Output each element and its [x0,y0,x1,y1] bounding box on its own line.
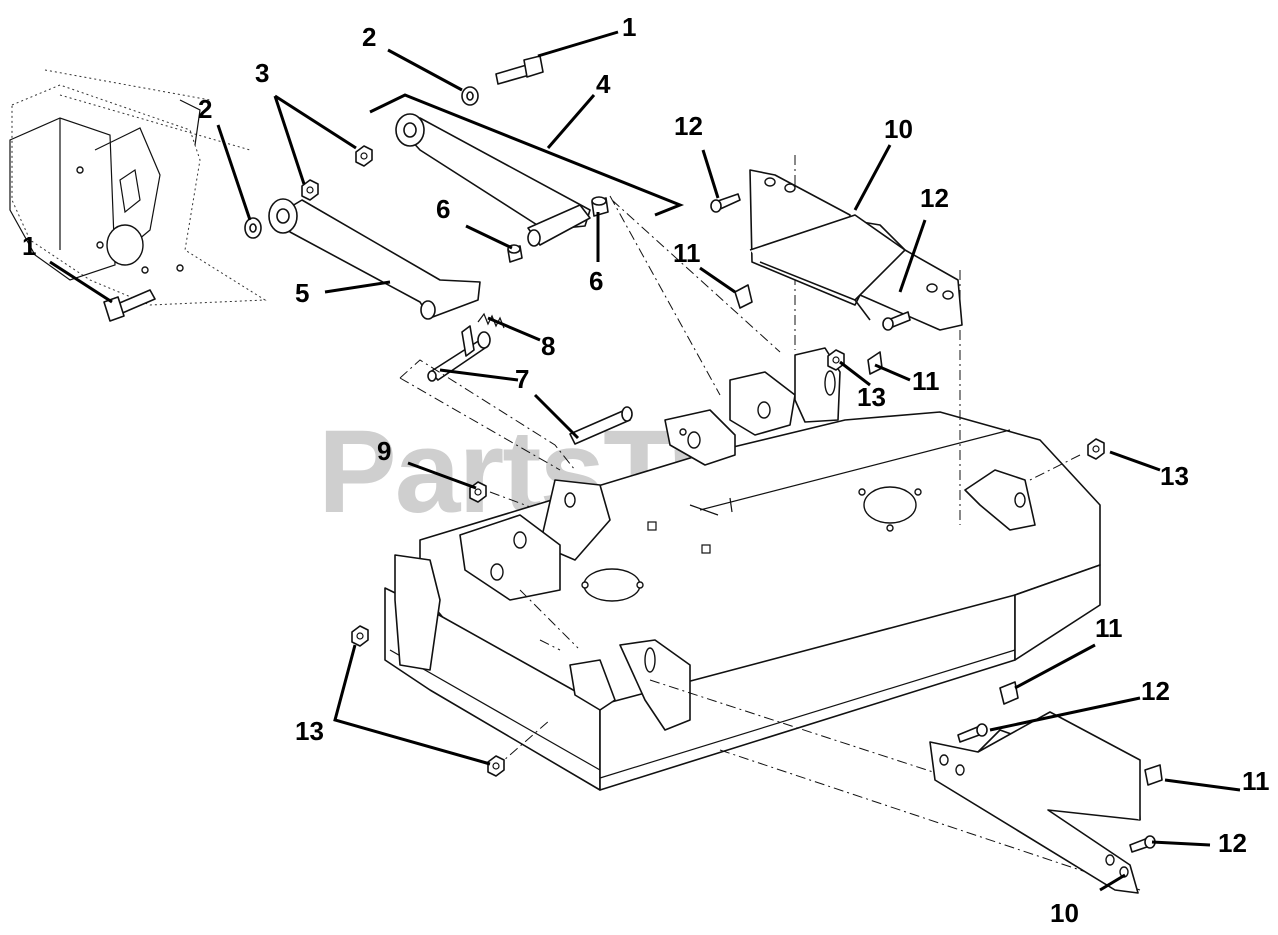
assembly-line-pins [399,195,781,519]
callout-7: 7 [515,364,529,394]
nut-13-c [351,625,369,647]
washer-2-top [461,86,479,106]
deflector-shield-lower [929,711,1141,894]
deck-bracket-front-left [394,479,611,671]
pin-7-lower [569,406,633,445]
callout-12-a: 12 [674,111,703,141]
callout-12-d: 12 [1218,828,1247,858]
clip-11-c [999,681,1019,705]
callout-13-a: 13 [857,382,886,412]
callout-12-c: 12 [1141,676,1170,706]
bolt-12-c [957,723,988,743]
nut-13-b [1087,438,1105,460]
clip-11-b [867,351,883,375]
callout-3: 3 [255,58,269,88]
callout-13-b: 13 [1160,461,1189,491]
callout-labels: 1 1 2 2 3 4 5 6 6 7 8 9 10 10 11 11 11 1… [22,12,1270,928]
callout-4: 4 [596,69,611,99]
leader-lines [49,30,1241,892]
callout-12-b: 12 [920,183,949,213]
callout-10-upper: 10 [884,114,913,144]
callout-5: 5 [295,278,309,308]
deck-bracket-front-right [569,639,691,731]
callout-11-b: 11 [912,366,940,396]
deck-bracket-rear-far-right [964,469,1036,531]
clip-11-d [1144,764,1163,786]
callout-6-right: 6 [589,266,603,296]
callout-13-c: 13 [295,716,324,746]
bolt-12-b [882,311,911,331]
callout-11-c: 11 [1095,613,1123,643]
callout-11-d: 11 [1242,766,1270,796]
callout-6-left: 6 [436,194,450,224]
callout-2-top: 2 [362,22,376,52]
deflector-shield-upper [749,169,963,331]
spacer-6-right [591,196,609,217]
callout-10-lower: 10 [1050,898,1079,928]
lift-link-upper [395,113,591,247]
callout-11-a: 11 [673,238,701,268]
tractor-frame-bracket [9,69,267,306]
nut-3-upper [355,145,373,167]
nut-13-a [827,349,845,371]
bolt-1-left [103,289,156,322]
spring-8 [477,312,505,329]
clip-11-a [734,284,753,309]
washer-2-left [244,217,262,239]
nut-13-d [487,755,505,777]
callout-9: 9 [377,436,391,466]
bolt-1-top [495,55,544,85]
callout-2-left: 2 [198,94,212,124]
bolt-12-d [1129,835,1156,853]
callout-1-left: 1 [22,231,36,261]
nut-3-lower [301,179,319,201]
assembly-line-deck [494,155,1141,891]
lift-link-lower [268,198,481,320]
callout-8: 8 [541,331,555,361]
callout-1-top: 1 [622,12,636,42]
bolt-12-a [710,193,741,213]
